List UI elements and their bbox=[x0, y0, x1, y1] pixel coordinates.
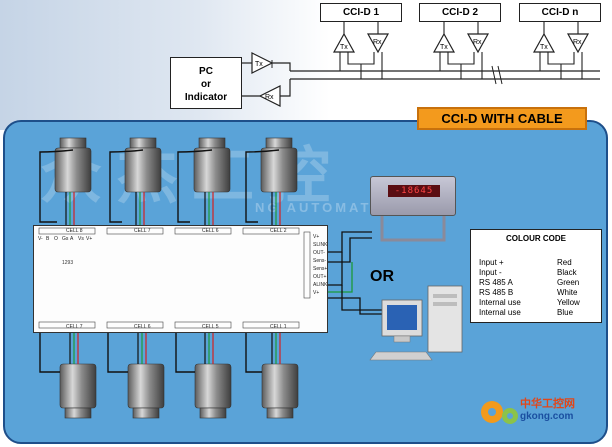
board-cell-top-1: CELL 8 bbox=[66, 228, 83, 234]
colour-code-value: Yellow bbox=[557, 298, 580, 307]
node-1-tx-buffer-icon bbox=[332, 32, 356, 53]
node-2-rx-label: Rx bbox=[473, 39, 482, 46]
node-n-transceiver: Tx Rx bbox=[532, 22, 590, 79]
cable-title-banner: CCI-D WITH CABLE bbox=[417, 107, 587, 130]
colour-code-row: RS 485 A Green bbox=[479, 278, 597, 288]
load-cell-bottom-2 bbox=[107, 331, 165, 419]
node-1-box: CCI-D 1 bbox=[320, 3, 402, 22]
top-wire-bundle bbox=[65, 192, 281, 226]
board-pin-top: A bbox=[70, 236, 74, 242]
indicator-stand-icon bbox=[380, 216, 446, 242]
colour-code-label: Internal use bbox=[479, 298, 521, 307]
board-pin-top: B bbox=[46, 236, 50, 242]
board-pin-top: V- bbox=[38, 236, 43, 242]
load-cell-bottom-1 bbox=[39, 331, 97, 419]
colour-code-row: Input + Red bbox=[479, 258, 597, 268]
colour-code-title: COLOUR CODE bbox=[506, 234, 566, 243]
or-label: OR bbox=[370, 268, 394, 285]
board-right-pin: OUT+ bbox=[313, 274, 327, 280]
node-2-tx-buffer-icon bbox=[432, 32, 456, 53]
board-cell-bottom-3: CELL 5 bbox=[202, 324, 219, 330]
node-n-box: CCI-D n bbox=[519, 3, 601, 22]
load-cell-top-2 bbox=[109, 137, 162, 223]
summing-board: 1293 CELL 8 CELL 7 CELL 6 CELL 2 CELL 7 … bbox=[33, 225, 328, 333]
colour-code-label: Input + bbox=[479, 258, 504, 267]
colour-code-value: Green bbox=[557, 278, 580, 287]
pc-box-line1: PC bbox=[199, 66, 213, 77]
board-pin-top: Vs bbox=[78, 236, 84, 242]
board-right-pin: Sens+ bbox=[313, 266, 328, 272]
bus-break-mark bbox=[497, 65, 503, 85]
colour-code-value: Black bbox=[557, 268, 577, 277]
pc-or-indicator-box: PC or Indicator bbox=[170, 57, 242, 109]
board-right-pin: V+ bbox=[313, 234, 320, 240]
node-n-tx-label: Tx bbox=[540, 44, 548, 51]
board-right-pin: Sens- bbox=[313, 258, 327, 264]
pc-tx-label: Tx bbox=[255, 61, 263, 68]
board-cell-bottom-1: CELL 7 bbox=[66, 324, 83, 330]
board-cell-bottom-2: CELL 6 bbox=[134, 324, 151, 330]
load-cell-top-4 bbox=[245, 137, 298, 223]
colour-code-value: White bbox=[557, 288, 578, 297]
footer-site-name: 中华工控网 bbox=[520, 398, 575, 410]
load-cell-top-3 bbox=[177, 137, 231, 223]
colour-code-row: Internal use Blue bbox=[479, 308, 597, 318]
watermark-subtext: NG AUTOMATION bbox=[255, 200, 404, 215]
board-pin-top: V+ bbox=[86, 236, 93, 242]
bottom-wire-bundle bbox=[69, 332, 281, 364]
colour-code-row: Input - Black bbox=[479, 268, 597, 278]
pc-rx-to-bus bbox=[280, 79, 291, 97]
colour-code-row: Internal use Yellow bbox=[479, 298, 597, 308]
gkong-logo bbox=[481, 401, 518, 424]
board-code: 1293 bbox=[62, 260, 74, 266]
pc-rx-label: Rx bbox=[265, 94, 274, 101]
computer-icon bbox=[369, 285, 463, 361]
colour-code-value: Red bbox=[557, 258, 572, 267]
colour-code-label: Input - bbox=[479, 268, 502, 277]
load-cell-bottom-3 bbox=[175, 331, 232, 419]
board-terminal-strips bbox=[38, 227, 311, 329]
board-cell-bottom-4: CELL 1 bbox=[270, 324, 287, 330]
node-1-rx-label: Rx bbox=[373, 39, 382, 46]
pc-tx-to-bus bbox=[272, 62, 291, 71]
node-2-tx-label: Tx bbox=[440, 44, 448, 51]
board-right-pin: SLINK bbox=[313, 242, 328, 248]
bus-break-mark bbox=[491, 65, 497, 85]
colour-code-value: Blue bbox=[557, 308, 574, 317]
node-1-tx-label: Tx bbox=[340, 44, 348, 51]
weighing-indicator: -18645 bbox=[370, 176, 456, 216]
footer-site-url: gkong.com bbox=[520, 411, 574, 422]
board-cell-top-2: CELL 7 bbox=[134, 228, 151, 234]
board-pin-top: O bbox=[54, 236, 58, 242]
board-cell-top-4: CELL 2 bbox=[270, 228, 287, 234]
load-cell-bottom-4 bbox=[245, 331, 299, 419]
board-pin-top: Gs bbox=[62, 236, 69, 242]
colour-code-row: RS 485 B White bbox=[479, 288, 597, 298]
node-2-transceiver: Tx Rx bbox=[432, 22, 490, 79]
board-right-pin: OUT- bbox=[313, 250, 325, 256]
pc-box-line3: Indicator bbox=[184, 92, 228, 103]
indicator-display: -18645 bbox=[388, 185, 440, 197]
load-cell-top-1 bbox=[39, 137, 92, 223]
pc-box-line2: or bbox=[201, 79, 211, 90]
colour-code-label: Internal use bbox=[479, 308, 521, 317]
colour-code-table: COLOUR CODE Input + Red Input - Black RS… bbox=[470, 229, 602, 323]
node-n-rx-label: Rx bbox=[573, 39, 582, 46]
board-cell-top-3: CELL 6 bbox=[202, 228, 219, 234]
node-n-tx-buffer-icon bbox=[532, 32, 556, 53]
node-1-transceiver: Tx Rx bbox=[332, 22, 390, 79]
colour-code-label: RS 485 B bbox=[479, 288, 514, 297]
node-2-box: CCI-D 2 bbox=[419, 3, 501, 22]
board-right-pin: V+ bbox=[313, 290, 320, 296]
background-gradient bbox=[0, 0, 330, 130]
rs485-bus-diagram: Tx Rx Tx Rx Tx Rx bbox=[242, 22, 600, 107]
colour-code-label: RS 485 A bbox=[479, 278, 513, 287]
board-right-pin: ALINK bbox=[313, 282, 328, 288]
